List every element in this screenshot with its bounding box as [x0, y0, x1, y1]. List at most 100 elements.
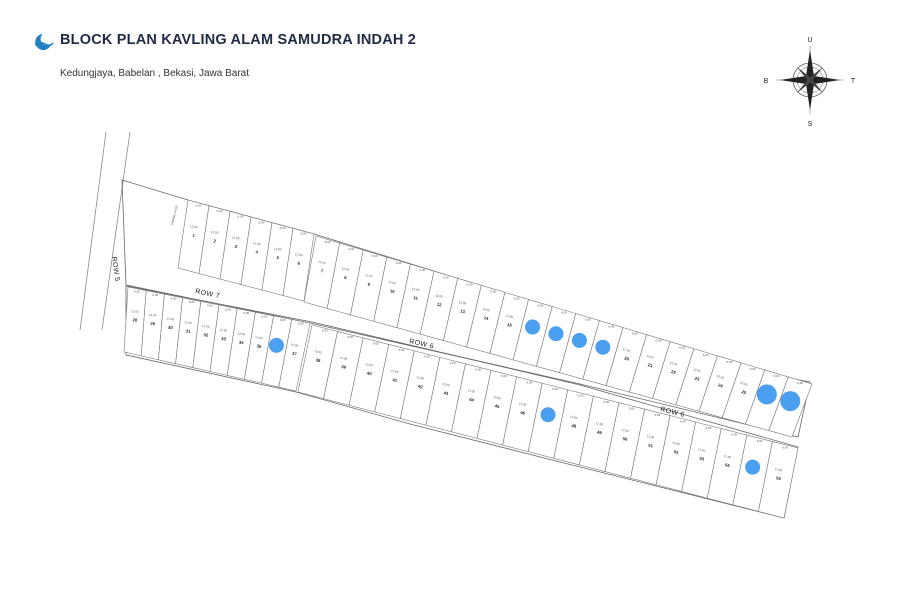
lot-width-dimension: 6.00 [706, 426, 712, 430]
lot-number: 4 [255, 249, 259, 254]
lot-number: 24 [717, 382, 724, 388]
lot-width-dimension: 6.00 [514, 296, 520, 300]
lot-number: 30 [168, 325, 174, 330]
lot-number: 53 [699, 456, 705, 462]
lot-width-dimension: 6.00 [475, 368, 481, 372]
lot-width-dimension: 6.00 [396, 261, 402, 265]
lot-width-dimension: 6.00 [424, 355, 430, 359]
lot-number: 49 [597, 429, 603, 435]
lot-depth-dimension: 12.00 [290, 342, 298, 347]
lot-number: 13 [460, 308, 466, 314]
lot-width-dimension: 6.00 [399, 348, 405, 352]
lot-width-dimension: 6.00 [632, 332, 638, 336]
lot-width-dimension: 6.00 [196, 203, 202, 207]
lot-number: 28 [132, 317, 138, 322]
lot-number: 38 [315, 357, 321, 363]
lot-width-dimension: 6.00 [654, 413, 660, 417]
lot-number: 35 [256, 343, 262, 349]
lot-depth-dimension: 12.00 [646, 354, 655, 360]
lot-number: 37 [292, 351, 298, 357]
lot-width-dimension: 6.00 [703, 353, 709, 357]
lot-depth-dimension: 12.00 [458, 300, 467, 306]
lot-depth-dimension: 12.00 [388, 280, 396, 285]
lot-number: 54 [725, 462, 731, 468]
lot-width-dimension: 6.00 [373, 342, 379, 346]
lot-depth-dimension: 12.00 [131, 309, 139, 313]
lot-width-dimension: 6.00 [797, 381, 803, 385]
lot-number: 42 [418, 384, 424, 390]
lot-width-dimension: 6.00 [490, 289, 496, 293]
compass-rose-icon: U S B T [764, 37, 856, 128]
lot-width-dimension: 6.00 [731, 432, 737, 436]
lot-number: 43 [443, 390, 449, 396]
lot-number: 14 [483, 315, 489, 321]
lot-depth-dimension: 12.00 [669, 360, 678, 366]
lot-depth-dimension: 12.00 [519, 402, 527, 407]
lot-width-dimension: 6.00 [726, 360, 732, 364]
lot-width-dimension: 6.00 [349, 247, 355, 251]
lot-width-dimension: 6.00 [501, 374, 507, 378]
lot-width-dimension: 6.00 [774, 374, 780, 378]
lot-number: 46 [520, 410, 526, 416]
lot-depth-dimension: 12.00 [295, 252, 303, 257]
lot-width-dimension: 6.00 [526, 381, 532, 385]
wave-logo-icon [34, 34, 54, 50]
sold-marker [756, 384, 777, 405]
lot-depth-dimension: 12.00 [219, 328, 227, 333]
lot-depth-dimension: 12.00 [237, 331, 245, 336]
lot-depth-dimension: 12.00 [202, 324, 210, 329]
lot-depth-dimension: 12.00 [698, 447, 706, 452]
lot-number: 9 [367, 282, 371, 287]
lot-width-dimension: 6.00 [450, 361, 456, 365]
lot-width-dimension: 6.00 [656, 339, 662, 343]
lot-depth-dimension: 12.00 [693, 367, 702, 373]
lot-number: 45 [494, 403, 500, 409]
lot-number: 48 [571, 423, 577, 429]
lot-width-dimension: 6.00 [298, 322, 304, 326]
lot-width-dimension: 6.00 [679, 346, 685, 350]
lot-depth-dimension: 12.00 [416, 375, 424, 381]
lot-depth-dimension: 12.00 [622, 347, 631, 353]
lot-56[interactable] [758, 441, 799, 519]
lot-depth-dimension: 12.00 [774, 467, 782, 472]
row6-label-left: ROW 6 [409, 338, 435, 350]
lot-number: 12 [436, 302, 442, 308]
lot-depth-dimension: 12.00 [570, 415, 578, 420]
lot-number: 25 [741, 389, 748, 395]
lot-width-dimension: 6.00 [152, 293, 158, 297]
lot-width-dimension: 6.00 [603, 400, 609, 404]
lot-depth-dimension: 12.00 [391, 369, 399, 375]
lot-depth-dimension: 12.00 [365, 362, 373, 368]
lot-depth-dimension: 12.00 [211, 230, 219, 235]
sold-marker [548, 326, 564, 342]
lot-depth-dimension: 12.00 [339, 356, 347, 362]
lot-depth-dimension: 12.00 [232, 235, 240, 240]
lot-number: 1 [192, 233, 196, 238]
lot-depth-dimension: 12.00 [253, 241, 261, 246]
lot-width-dimension: 6.00 [372, 254, 378, 258]
page-subtitle: Kedungjaya, Babelan , Bekasi, Jawa Barat [60, 68, 250, 79]
lot-width-dimension: 6.00 [347, 335, 353, 339]
lot-depth-dimension: 12.00 [621, 428, 629, 433]
block-b-outline [125, 285, 799, 519]
compass-north-label: U [807, 37, 812, 44]
lot-number: 34 [239, 340, 245, 346]
lot-number: 32 [203, 332, 209, 338]
lot-number: 5 [276, 255, 280, 260]
lot-number: 10 [390, 288, 396, 294]
sold-markers [268, 319, 801, 475]
lot-width-dimension: 6.00 [238, 215, 244, 219]
compass-south-label: S [808, 121, 813, 128]
facility-label: Fasilitas umum [170, 204, 179, 225]
lot-number: 44 [469, 397, 475, 403]
lot-width-dimension: 6.00 [207, 304, 213, 308]
lot-width-dimension: 6.00 [189, 300, 195, 304]
lot-37[interactable] [278, 319, 311, 392]
lot-width-dimension: 6.00 [608, 325, 614, 329]
lot-depth-dimension: 12.00 [274, 247, 282, 252]
lot-width-dimension: 6.00 [782, 445, 788, 449]
row5-road-edge-left [79, 131, 107, 331]
lot-width-dimension: 6.00 [280, 226, 286, 230]
sold-marker [268, 337, 284, 353]
row7-label: ROW 7 [195, 288, 221, 300]
